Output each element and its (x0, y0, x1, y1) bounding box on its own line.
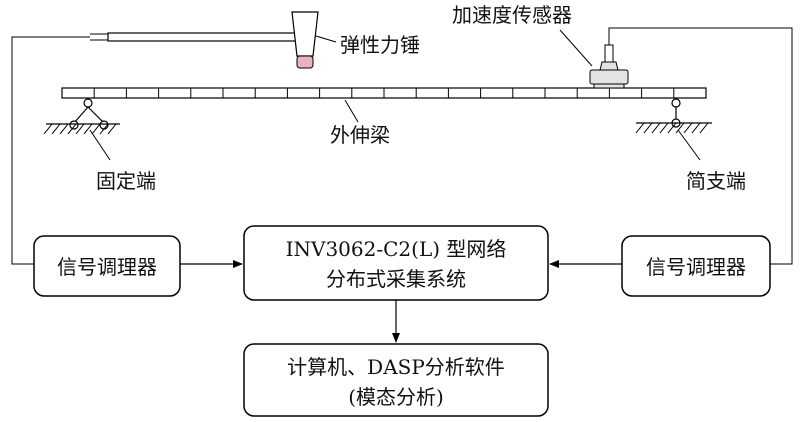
sensor-cable (608, 27, 793, 265)
ground-hatch-line (667, 122, 677, 134)
daq-system-box: INV3062-C2(L) 型网络 分布式采集系统 (243, 225, 549, 301)
ground-hatch-line (59, 123, 69, 135)
beam-leader-line (344, 99, 359, 123)
impact-hammer (90, 11, 319, 69)
simple-support (635, 98, 712, 134)
ground-hatch-line (75, 123, 85, 135)
daq-system-label-line2: 分布式采集系统 (326, 267, 466, 291)
ground-hatch-line (91, 123, 101, 135)
signal-conditioner-right-label: 信号调理器 (646, 255, 746, 279)
fixed-end-leader-line (89, 129, 111, 161)
accelerometer (589, 44, 629, 89)
simple-support-label: 简支端 (686, 169, 746, 193)
ground-hatch-line (51, 123, 61, 135)
ground-hatch-line (107, 123, 117, 135)
ground-hatch-line (683, 122, 693, 134)
ground-hatch-line (67, 123, 77, 135)
ground-hatch-line (699, 122, 709, 134)
ground-hatch-line (635, 122, 645, 134)
ground-hatch-line (99, 123, 109, 135)
hammer-label: 弹性力锤 (340, 33, 420, 57)
computer-software-label-line1: 计算机、DASP分析软件 (287, 355, 505, 379)
ground-hatch-line (675, 122, 685, 134)
signal-conditioner-left-label: 信号调理器 (57, 255, 157, 279)
computer-software-label-line2: (模态分析) (348, 385, 444, 409)
simple-support-leader-line (677, 129, 701, 161)
fixed-end-support (43, 98, 120, 135)
ground-hatch-line (691, 122, 701, 134)
overhanging-beam (61, 87, 707, 99)
ground-hatch-line (659, 122, 669, 134)
signal-conditioner-left: 信号调理器 (33, 235, 181, 297)
ground-hatch-line (83, 123, 93, 135)
computer-software-box: 计算机、DASP分析软件 (模态分析) (243, 343, 549, 417)
beam-label: 外伸梁 (330, 123, 390, 147)
ground-hatch-line (651, 122, 661, 134)
ground-hatch-line (43, 123, 53, 135)
ground-hatch-line (643, 122, 653, 134)
accelerometer-leader-line (559, 29, 593, 67)
hammer-leader-line (315, 35, 337, 43)
signal-conditioner-right: 信号调理器 (621, 235, 771, 297)
hammer-cable (11, 36, 90, 265)
daq-system-label-line1: INV3062-C2(L) 型网络 (286, 237, 507, 261)
fixed-end-label: 固定端 (96, 169, 156, 193)
accelerometer-label: 加速度传感器 (452, 3, 572, 27)
